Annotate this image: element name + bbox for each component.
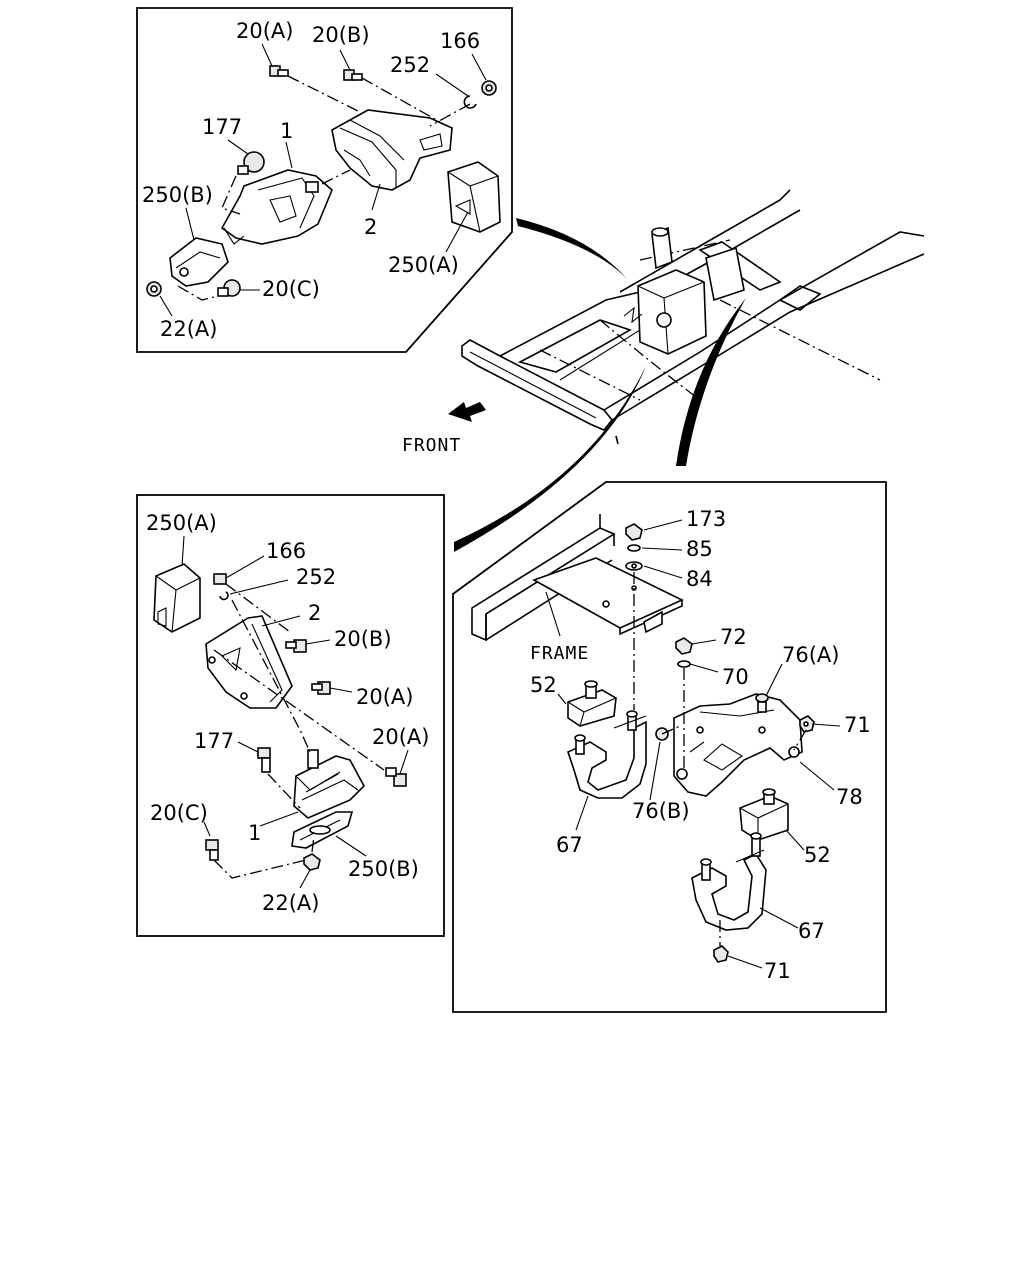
- label-right-70: 70: [722, 665, 749, 689]
- frame-rail: [471, 514, 684, 642]
- label-top-250a: 250(A): [388, 253, 459, 277]
- label-top-20c: 20(C): [262, 277, 320, 301]
- label-right-52-lower: 52: [804, 843, 831, 867]
- label-right-76a: 76(A): [782, 643, 839, 667]
- bracket-67-upper: [567, 710, 647, 799]
- label-left-20a-2: 20(A): [372, 725, 429, 749]
- callout-right: [676, 298, 746, 466]
- fasteners-left: [205, 573, 407, 871]
- label-top-22a: 22(A): [160, 317, 217, 341]
- mount-52-left: [567, 680, 617, 727]
- pad-250b-left: [291, 811, 354, 849]
- label-right-52-upper: 52: [530, 673, 557, 697]
- label-left-20c: 20(C): [150, 801, 208, 825]
- label-left-250a: 250(A): [146, 511, 217, 535]
- label-right-84: 84: [686, 567, 713, 591]
- label-right-71-upper: 71: [844, 713, 871, 737]
- label-top-252: 252: [390, 53, 430, 77]
- callout-top: [516, 218, 628, 280]
- cover-250a-top: [447, 161, 501, 233]
- right-panel-border: [452, 481, 887, 1013]
- label-top-2: 2: [364, 215, 377, 239]
- label-left-20b: 20(B): [334, 627, 392, 651]
- label-left-252: 252: [296, 565, 336, 589]
- label-top-166: 166: [440, 29, 480, 53]
- label-top-1: 1: [280, 119, 293, 143]
- bracket-67-lower: [691, 832, 767, 931]
- label-right-78: 78: [836, 785, 863, 809]
- label-left-177: 177: [194, 729, 234, 753]
- label-top-20a: 20(A): [236, 19, 293, 43]
- label-left-2: 2: [308, 601, 321, 625]
- label-left-166: 166: [266, 539, 306, 563]
- label-top-20b: 20(B): [312, 23, 370, 47]
- label-right-71-lower: 71: [764, 959, 791, 983]
- label-right-67-lower: 67: [798, 919, 825, 943]
- fasteners-top: [146, 65, 497, 297]
- left-detail-panel: 250(A) 166 252 2 20(B) 20(A) 20(A) 177 2…: [136, 494, 445, 937]
- bracket-2-left: [205, 615, 293, 709]
- label-top-177: 177: [202, 115, 242, 139]
- front-label: FRONT: [402, 435, 461, 456]
- bracket-2-top: [331, 109, 453, 191]
- top-detail-panel: 20(A) 20(B) 166 252 177 1 250(B) 2 250(A…: [136, 7, 513, 353]
- front-arrow-icon: [448, 402, 486, 422]
- right-detail-panel: 173 85 84 FRAME 72 70 76(A) 52 71 76(B) …: [452, 481, 887, 1013]
- crossmember-78: [673, 693, 803, 797]
- mount-1-left: [293, 749, 365, 819]
- label-right-173: 173: [686, 507, 726, 531]
- pad-250b-top: [169, 237, 229, 287]
- chassis-overview: FRONT: [402, 189, 925, 552]
- left-panel-border: [136, 494, 445, 937]
- cover-250a-left: [153, 563, 201, 633]
- label-right-85: 85: [686, 537, 713, 561]
- label-left-22a: 22(A): [262, 891, 319, 915]
- label-right-72: 72: [720, 625, 747, 649]
- label-left-250b: 250(B): [348, 857, 419, 881]
- label-left-20a-1: 20(A): [356, 685, 413, 709]
- fasteners-right: [655, 637, 815, 963]
- callout-left: [454, 366, 646, 552]
- mount-1-top: [220, 169, 333, 245]
- label-right-67-upper: 67: [556, 833, 583, 857]
- top-panel-border: [136, 7, 513, 353]
- label-right-frame: FRAME: [530, 643, 589, 664]
- label-right-76b: 76(B): [632, 799, 690, 823]
- label-left-1: 1: [248, 821, 261, 845]
- label-top-250b: 250(B): [142, 183, 213, 207]
- fasteners-right-top: [625, 523, 643, 571]
- mount-52-right: [739, 788, 789, 841]
